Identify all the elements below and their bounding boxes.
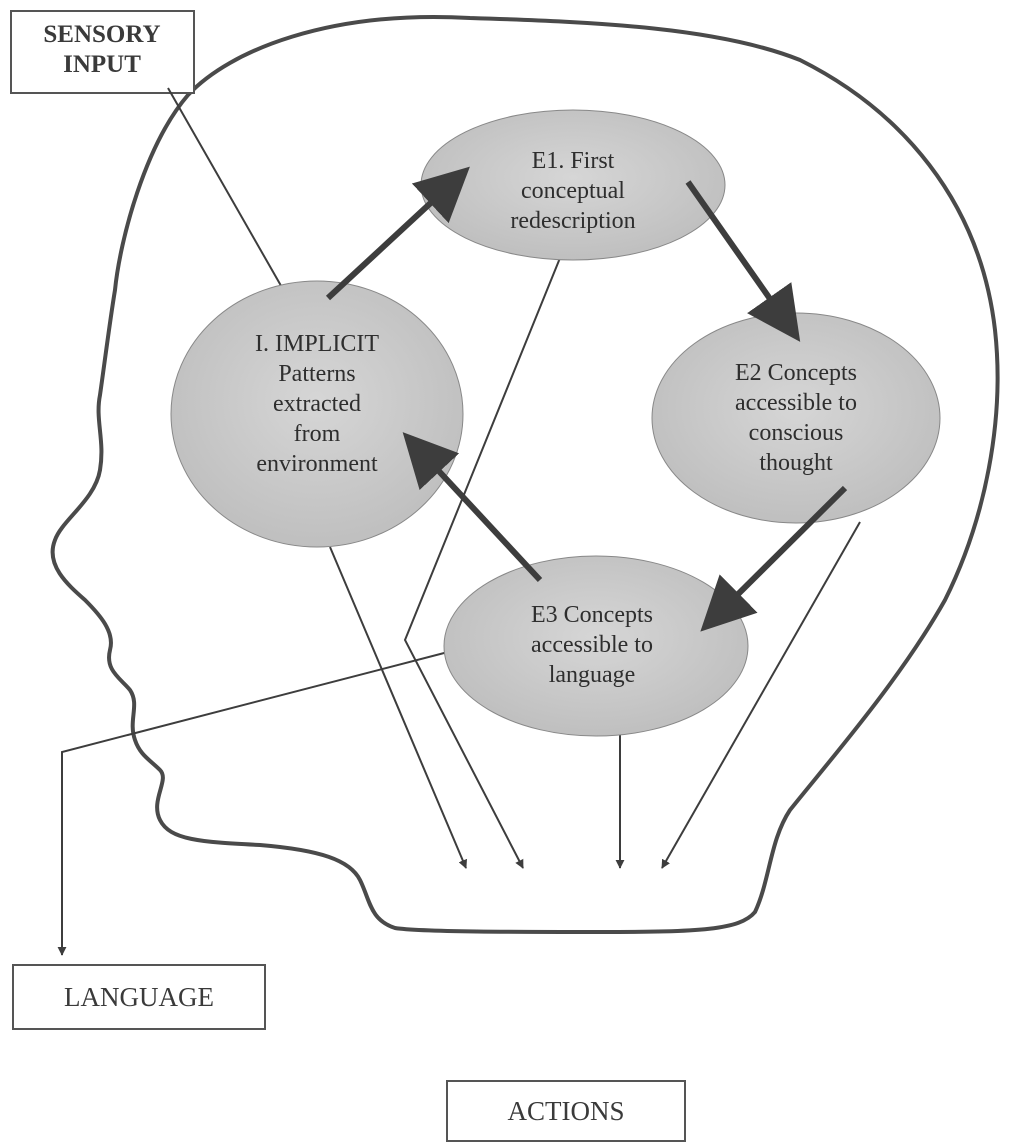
arrow-implicit-to-e1 (325, 166, 470, 301)
arrow-e1-to-actions (403, 257, 561, 869)
node-implicit-line-1: I. IMPLICIT (255, 331, 379, 357)
node-e1-line-1: E1. First (532, 148, 615, 174)
node-implicit-line-5: environment (256, 451, 378, 477)
actions-label: ACTIONS (507, 1096, 624, 1126)
node-e2-line-4: thought (759, 450, 833, 476)
node-implicit-line-4: from (294, 421, 341, 447)
language-box: LANGUAGE (12, 964, 266, 1030)
node-e2-label: E2 Concepts accessible to conscious thou… (735, 360, 857, 476)
node-e1-line-2: conceptual (521, 178, 625, 204)
arrow-e2-to-actions (661, 521, 861, 869)
node-e2-line-1: E2 Concepts (735, 360, 857, 386)
node-e1-line-3: redescription (510, 208, 635, 234)
sensory-input-line-2: INPUT (63, 51, 141, 78)
language-label: LANGUAGE (64, 982, 214, 1012)
node-e2-line-3: conscious (749, 420, 844, 446)
arrow-e1-to-e2 (685, 180, 801, 342)
node-e3-label: E3 Concepts accessible to language (531, 602, 653, 688)
node-e3-line-2: accessible to (531, 632, 653, 658)
node-e3-line-3: language (549, 662, 636, 688)
node-implicit-line-3: extracted (273, 391, 361, 417)
arrow-e3-to-implicit (402, 432, 543, 583)
node-e3-line-1: E3 Concepts (531, 602, 653, 628)
node-implicit-line-2: Patterns (278, 361, 355, 387)
node-e3-ellipse (443, 555, 749, 737)
arrow-e3-to-language (57, 651, 449, 956)
actions-box: ACTIONS (446, 1080, 686, 1142)
node-implicit-label: I. IMPLICIT Patterns extracted from envi… (255, 331, 379, 477)
arrow-sensory-to-implicit (167, 87, 289, 299)
node-e1-label: E1. First conceptual redescription (510, 148, 635, 234)
sensory-input-line-1: SENSORY (43, 21, 160, 48)
node-e2-line-2: accessible to (735, 390, 857, 416)
sensory-input-box: SENSORY INPUT (10, 10, 195, 94)
node-implicit-ellipse (170, 280, 464, 548)
arrow-e2-to-e3 (700, 485, 848, 632)
node-e2-ellipse (651, 312, 941, 524)
arrow-implicit-to-actions (329, 546, 467, 869)
head-outline (50, 15, 1000, 935)
